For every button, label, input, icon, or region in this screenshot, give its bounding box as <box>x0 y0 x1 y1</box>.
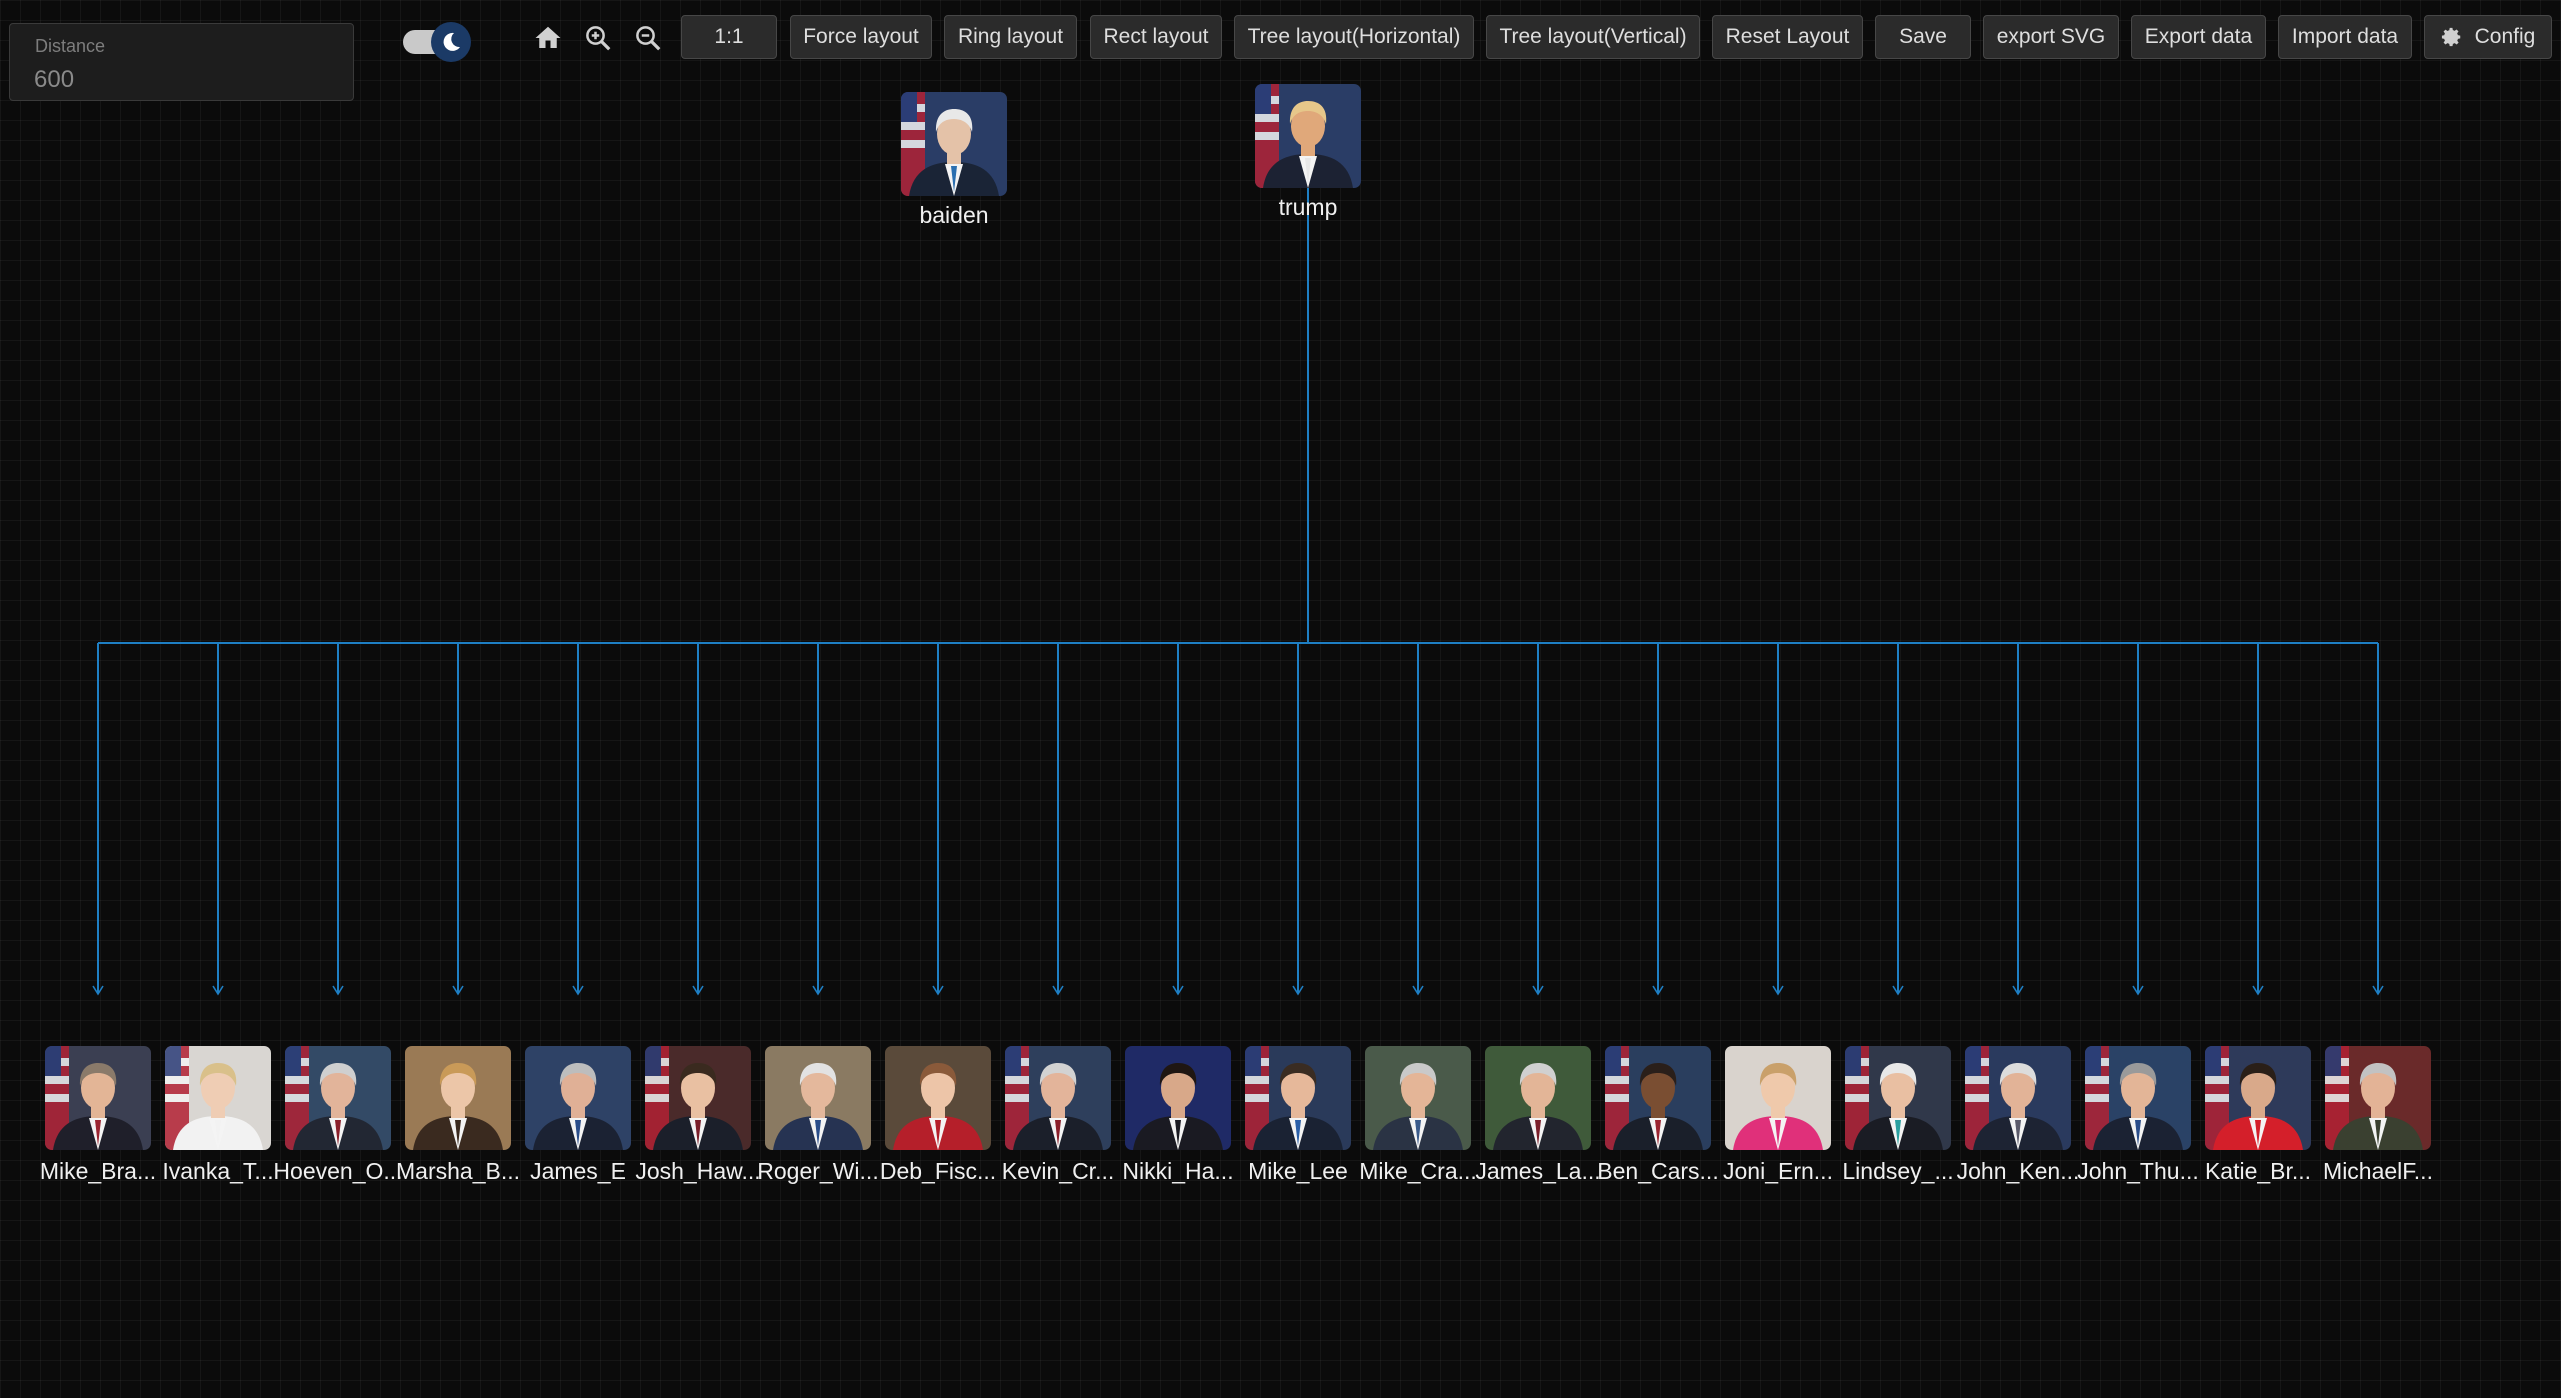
avatar <box>2085 1046 2191 1150</box>
zoom-in-icon[interactable] <box>578 18 618 58</box>
theme-toggle[interactable] <box>403 22 475 62</box>
avatar <box>765 1046 871 1150</box>
node-trump[interactable]: trump <box>1255 84 1361 220</box>
node-child[interactable]: Josh_Haw... <box>635 1046 761 1184</box>
node-child[interactable]: Joni_Ern... <box>1723 1046 1833 1184</box>
distance-input[interactable] <box>32 64 336 96</box>
node-label: Ivanka_T... <box>162 1158 274 1184</box>
reset-layout-button[interactable]: Reset Layout <box>1712 15 1863 59</box>
distance-label: Distance <box>35 36 106 56</box>
avatar <box>165 1046 271 1150</box>
avatar <box>1605 1046 1711 1150</box>
export-data-button[interactable]: Export data <box>2131 15 2266 59</box>
node-child[interactable]: Ivanka_T... <box>162 1046 274 1184</box>
node-child[interactable]: Kevin_Cr... <box>1002 1046 1114 1184</box>
zoom-ratio-button[interactable]: 1:1 <box>681 15 777 59</box>
node-child[interactable]: Ben_Cars... <box>1597 1046 1719 1184</box>
ring-layout-button[interactable]: Ring layout <box>944 15 1077 59</box>
node-label: Kevin_Cr... <box>1001 1158 1115 1184</box>
node-label: Hoeven_O... <box>273 1158 403 1184</box>
node-child[interactable]: MichaelF... <box>2323 1046 2433 1184</box>
avatar <box>901 92 1007 196</box>
avatar <box>1245 1046 1351 1150</box>
avatar <box>1365 1046 1471 1150</box>
node-child[interactable]: Mike_Cra... <box>1359 1046 1477 1184</box>
node-label: Josh_Haw... <box>635 1158 761 1184</box>
node-label: James_E <box>530 1158 626 1184</box>
avatar <box>645 1046 751 1150</box>
node-child[interactable]: Lindsey_... <box>1842 1046 1954 1184</box>
node-label: Lindsey_... <box>1842 1158 1954 1184</box>
avatar <box>1485 1046 1591 1150</box>
avatar <box>525 1046 631 1150</box>
force-layout-button[interactable]: Force layout <box>790 15 932 59</box>
node-label: baiden <box>919 202 989 228</box>
avatar <box>285 1046 391 1150</box>
node-child[interactable]: Nikki_Ha... <box>1122 1046 1234 1184</box>
node-label: Joni_Ern... <box>1723 1158 1833 1184</box>
node-child[interactable]: Hoeven_O... <box>273 1046 403 1184</box>
node-child[interactable]: James_La... <box>1475 1046 1601 1184</box>
node-label: Mike_Cra... <box>1359 1158 1477 1184</box>
import-data-button[interactable]: Import data <box>2278 15 2412 59</box>
node-label: John_Thu... <box>2077 1158 2199 1184</box>
avatar <box>45 1046 151 1150</box>
config-label: Config <box>2474 25 2536 48</box>
zoom-out-icon[interactable] <box>628 18 668 58</box>
node-label: John_Ken... <box>1956 1158 2080 1184</box>
config-button[interactable]: Config <box>2424 15 2552 59</box>
node-child[interactable]: Mike_Lee <box>1245 1046 1351 1184</box>
avatar <box>1255 84 1361 188</box>
node-child[interactable]: James_E <box>525 1046 631 1184</box>
tree-layout-horizontal-button[interactable]: Tree layout(Horizontal) <box>1234 15 1474 59</box>
node-child[interactable]: John_Thu... <box>2077 1046 2199 1184</box>
tree-layout-vertical-button[interactable]: Tree layout(Vertical) <box>1486 15 1700 59</box>
moon-icon <box>431 22 471 62</box>
distance-field[interactable]: Distance <box>9 23 354 101</box>
export-svg-button[interactable]: export SVG <box>1983 15 2119 59</box>
avatar <box>885 1046 991 1150</box>
node-label: Nikki_Ha... <box>1122 1158 1234 1184</box>
gear-icon <box>2441 26 2463 48</box>
node-label: Mike_Bra... <box>39 1158 157 1184</box>
node-label: Katie_Br... <box>2204 1158 2312 1184</box>
rect-layout-button[interactable]: Rect layout <box>1090 15 1222 59</box>
node-baiden[interactable]: baiden <box>901 92 1007 228</box>
avatar <box>1725 1046 1831 1150</box>
node-label: trump <box>1278 194 1338 220</box>
save-button[interactable]: Save <box>1875 15 1971 59</box>
node-label: James_La... <box>1475 1158 1601 1184</box>
home-icon[interactable] <box>528 18 568 58</box>
avatar <box>2205 1046 2311 1150</box>
avatar <box>1965 1046 2071 1150</box>
node-label: Deb_Fisc... <box>879 1158 997 1184</box>
avatar <box>405 1046 511 1150</box>
node-child[interactable]: Mike_Bra... <box>40 1046 156 1184</box>
avatar <box>1005 1046 1111 1150</box>
avatar <box>1125 1046 1231 1150</box>
node-child[interactable]: John_Ken... <box>1957 1046 2079 1184</box>
node-child[interactable]: Roger_Wi... <box>757 1046 879 1184</box>
node-child[interactable]: Deb_Fisc... <box>880 1046 996 1184</box>
node-child[interactable]: Marsha_B... <box>396 1046 520 1184</box>
avatar <box>1845 1046 1951 1150</box>
avatar <box>2325 1046 2431 1150</box>
node-label: Marsha_B... <box>396 1158 520 1184</box>
node-label: Mike_Lee <box>1248 1158 1348 1184</box>
node-label: Ben_Cars... <box>1597 1158 1719 1184</box>
node-label: MichaelF... <box>2323 1158 2433 1184</box>
node-label: Roger_Wi... <box>757 1158 879 1184</box>
node-child[interactable]: Katie_Br... <box>2205 1046 2311 1184</box>
